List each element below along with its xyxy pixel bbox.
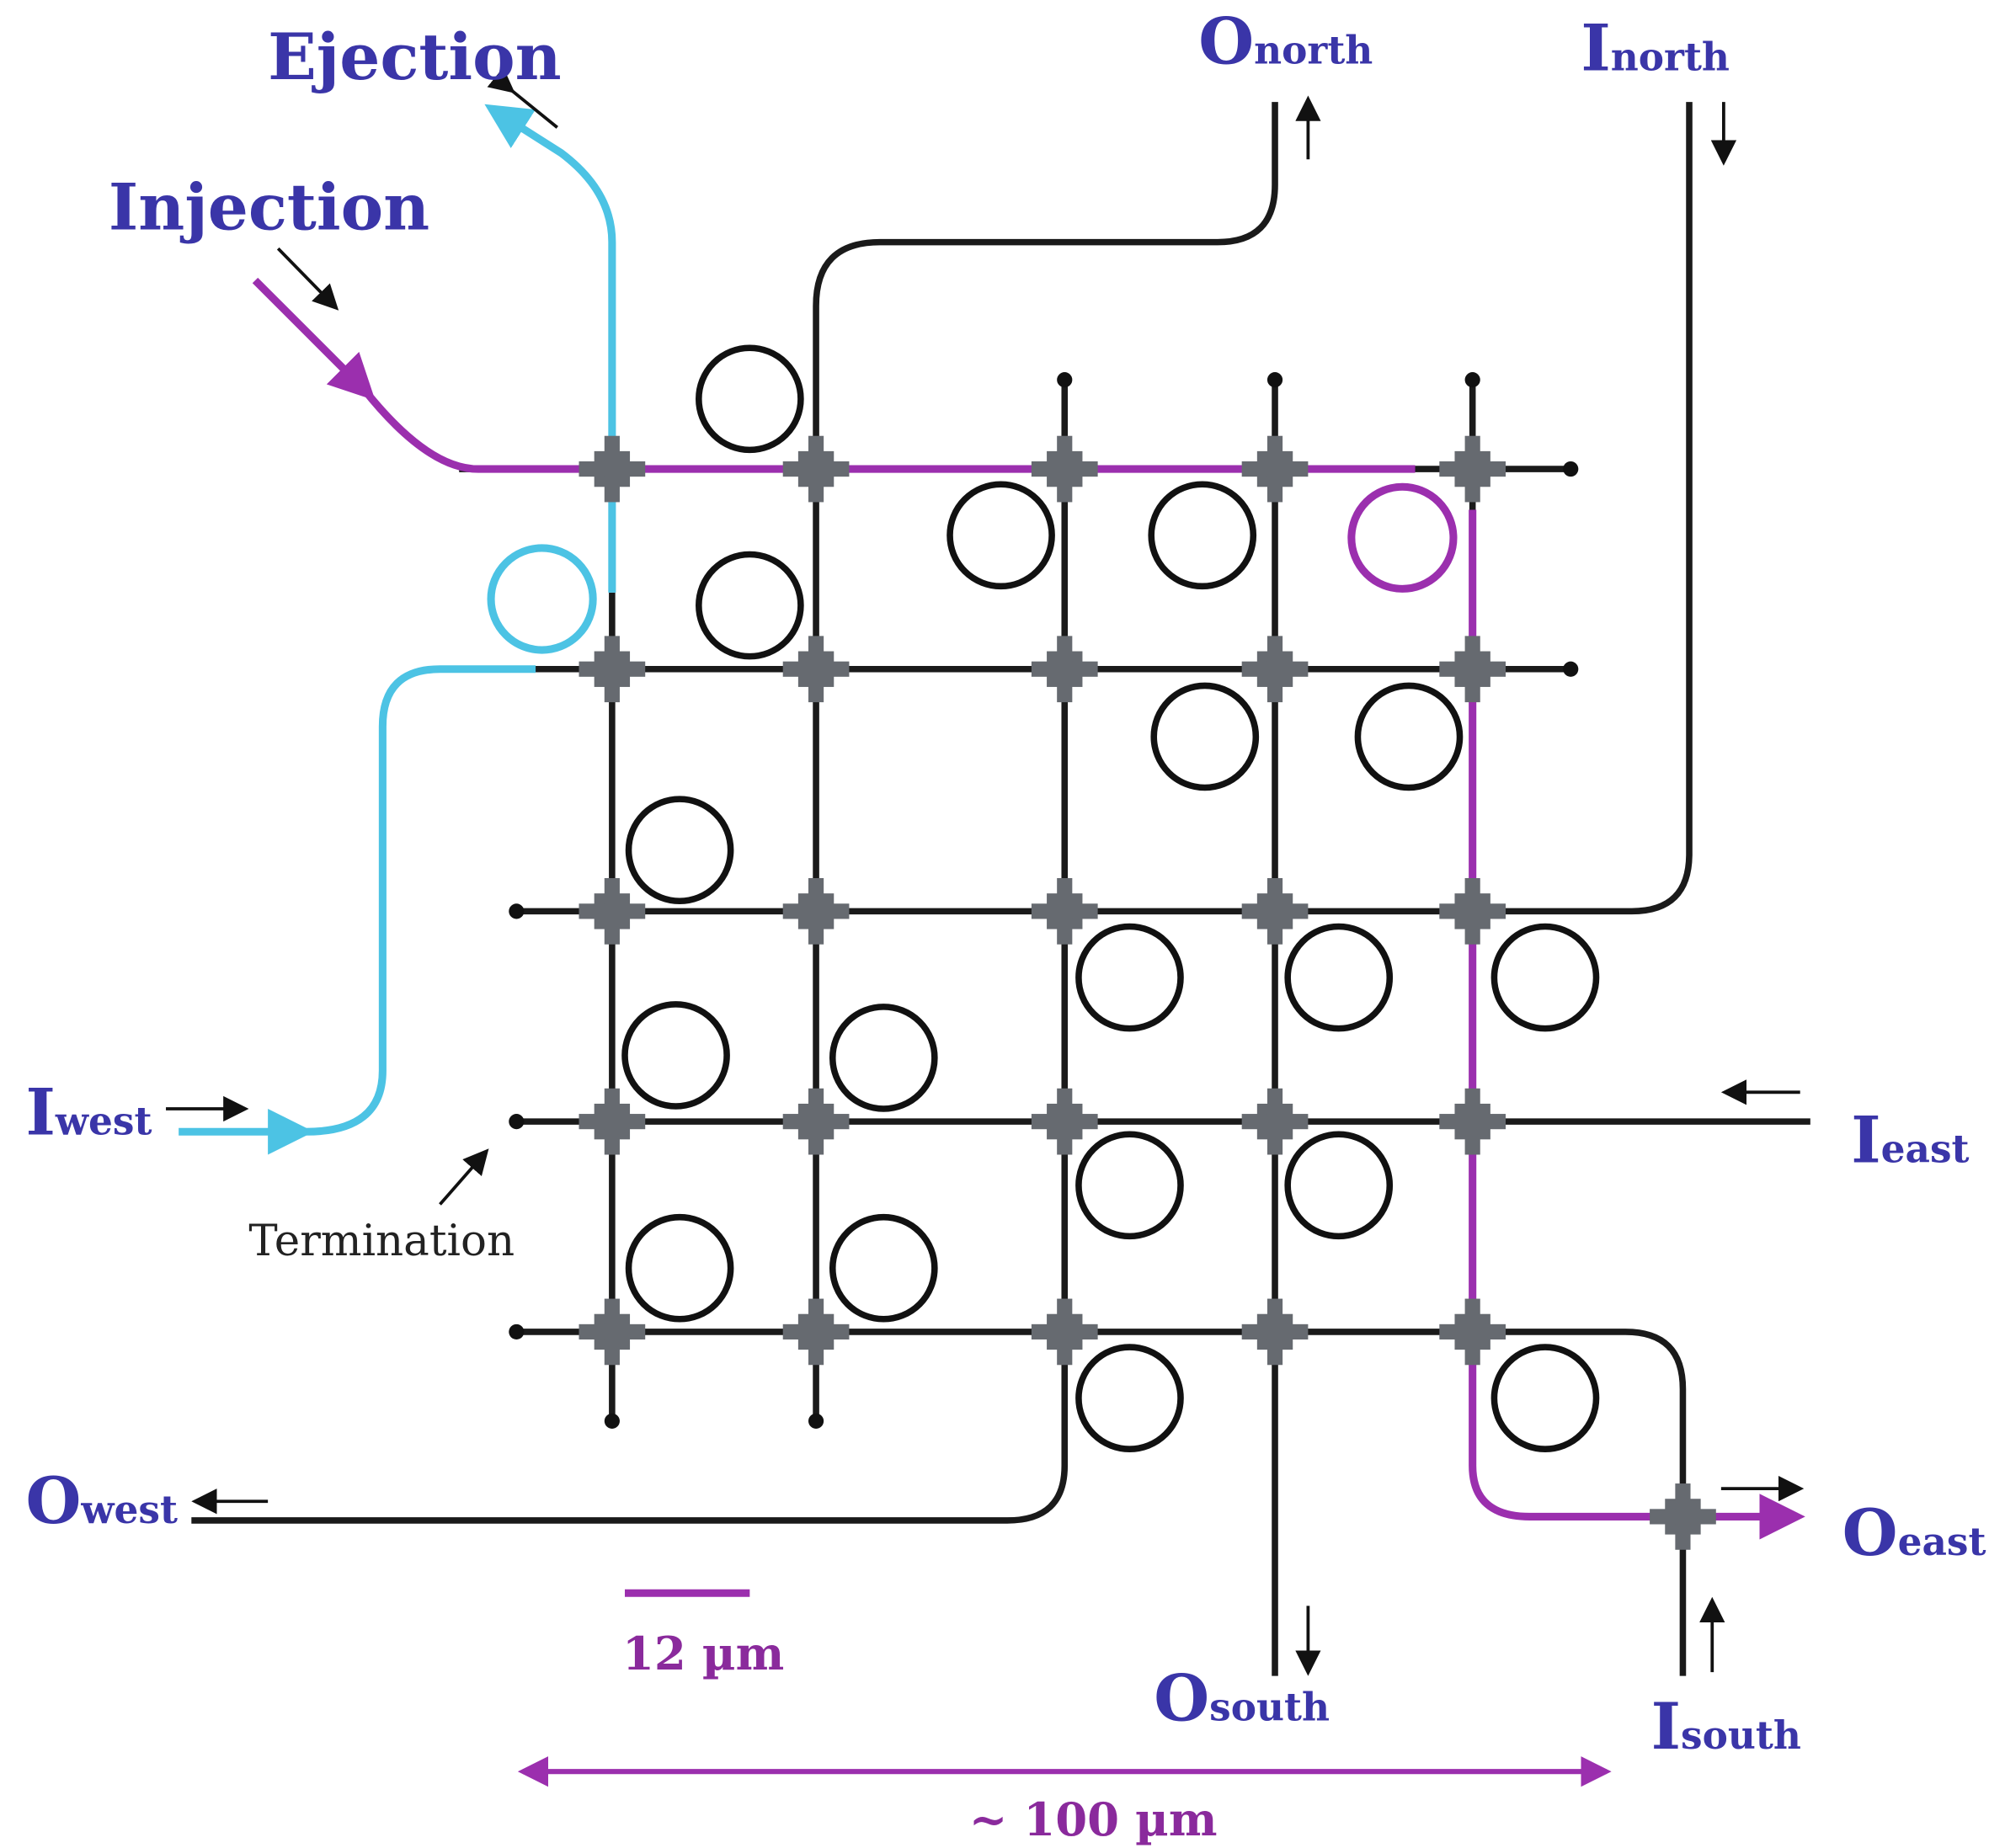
- o-south-label: Osouth: [1154, 1661, 1330, 1736]
- scale-bars: [517, 1589, 1612, 1787]
- waveguide-crossing: [1241, 1088, 1309, 1155]
- waveguide-crossing: [1439, 435, 1506, 503]
- waveguide-crossing: [782, 1298, 850, 1366]
- ejection-label: Ejection: [268, 19, 561, 94]
- waveguide-crossing: [1031, 878, 1098, 945]
- waveguide-crossing: [1241, 435, 1309, 503]
- waveguide-crossing: [579, 1298, 646, 1366]
- waveguide-crossing: [1439, 878, 1506, 945]
- waveguide-crossing: [1031, 636, 1098, 703]
- waveguide-crossing: [1241, 636, 1309, 703]
- waveguide-crossing: [782, 636, 850, 703]
- waveguide-crossing: [782, 435, 850, 503]
- termination-dots: [509, 372, 1579, 1429]
- waveguide-crossing: [1031, 1298, 1098, 1366]
- termination-label: Termination: [248, 1216, 515, 1266]
- waveguide-crossing: [1031, 435, 1098, 503]
- waveguide-crossing: [782, 878, 850, 945]
- crossing-grid: [579, 435, 1716, 1550]
- waveguide-crossing: [579, 878, 646, 945]
- scale-large-label: ~ 100 µm: [969, 1792, 1218, 1846]
- waveguide-crossing: [579, 435, 646, 503]
- direction-arrows: [166, 67, 1805, 1676]
- waveguide-crossing: [1241, 1298, 1309, 1366]
- injection-label: Injection: [109, 169, 429, 244]
- i-west-label: Iwest: [26, 1074, 152, 1149]
- waveguide-crossing: [579, 1088, 646, 1155]
- waveguide-crossing: [1439, 636, 1506, 703]
- o-west-label: Owest: [26, 1463, 178, 1538]
- waveguide-crossing: [1439, 1088, 1506, 1155]
- waveguide-crossing: [1439, 1298, 1506, 1366]
- cyan-ejection-path: [179, 104, 616, 1155]
- i-east-label: Ieast: [1851, 1103, 1969, 1178]
- waveguide-crossing: [782, 1088, 850, 1155]
- microring-resonators: [621, 344, 1600, 1452]
- waveguide-crossing: [1241, 878, 1309, 945]
- purple-injection-path: [252, 277, 1805, 1540]
- waveguides: [191, 102, 1810, 1676]
- i-south-label: Isouth: [1651, 1689, 1801, 1764]
- scale-small-label: 12 µm: [622, 1627, 784, 1680]
- o-east-label: Oeast: [1842, 1495, 1986, 1570]
- i-north-label: Inorth: [1581, 10, 1730, 85]
- waveguide-crossing: [1031, 1088, 1098, 1155]
- waveguide-crossing: [579, 636, 646, 703]
- o-north-label: Onorth: [1198, 4, 1373, 79]
- waveguide-crossing: [1650, 1483, 1716, 1550]
